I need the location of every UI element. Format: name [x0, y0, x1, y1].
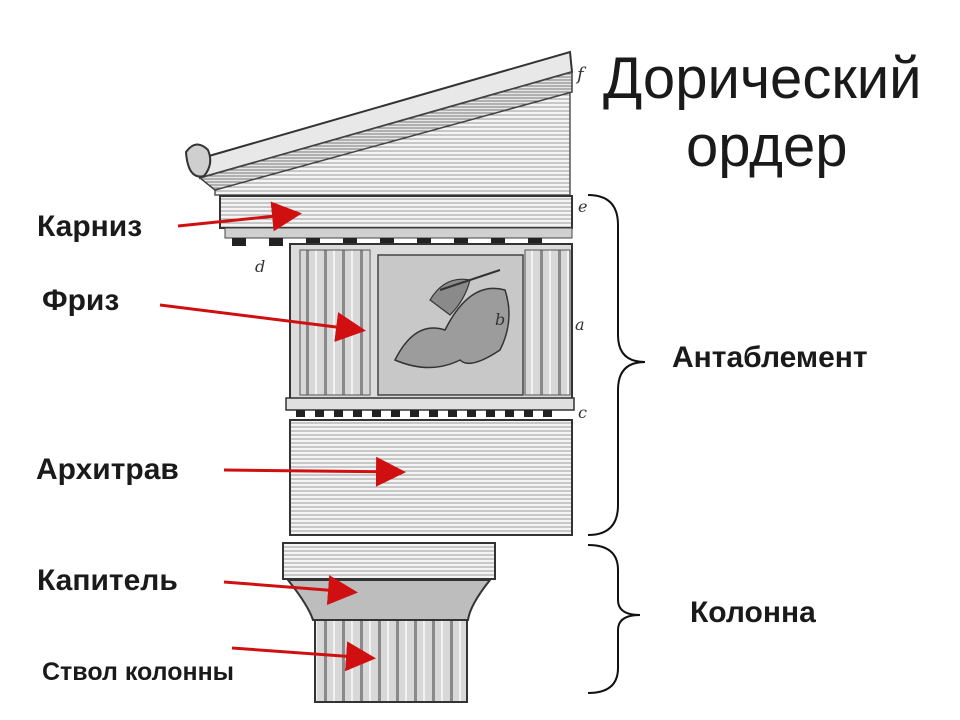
arrow-capital [223, 575, 358, 606]
letter-d: d [255, 257, 265, 276]
letter-b: b [495, 310, 505, 329]
mutule [491, 238, 505, 246]
arrows [159, 201, 406, 672]
gutta [486, 410, 495, 417]
title-line-2: ордер [686, 114, 848, 179]
pediment [184, 50, 574, 196]
mutule [343, 238, 357, 246]
arrow-frieze [159, 303, 366, 342]
cornice-block [219, 195, 573, 246]
shaft-block [314, 619, 468, 703]
mutule [417, 238, 431, 246]
abacus [282, 542, 496, 580]
label-architrave: Архитрав [36, 453, 179, 486]
taenia-band [285, 397, 575, 417]
arrow-architrave [223, 456, 406, 487]
mutule [269, 238, 283, 246]
gutta [429, 410, 438, 417]
mutule [306, 238, 320, 246]
arrow-cornice [177, 201, 302, 232]
label-frieze: Фриз [42, 284, 120, 317]
gutta [391, 410, 400, 417]
gutta [334, 410, 343, 417]
column-brace [587, 544, 641, 694]
gutta [372, 410, 381, 417]
mutules [232, 238, 542, 246]
frieze-block [289, 243, 573, 400]
label-shaft: Ствол колонны [42, 658, 235, 686]
gutta [467, 410, 476, 417]
lion-head-ornament [184, 143, 212, 178]
mutule [232, 238, 246, 246]
braces [587, 194, 646, 694]
mutule [380, 238, 394, 246]
letter-c: c [578, 403, 587, 422]
mutule [528, 238, 542, 246]
gutta [448, 410, 457, 417]
title-line-1: Дорический [603, 46, 922, 111]
architrave-block [289, 419, 573, 536]
entablature-brace [587, 194, 646, 536]
label-capital: Капитель [37, 564, 178, 597]
label-cornice: Карниз [37, 210, 143, 243]
gutta [524, 410, 533, 417]
letter-e: e [578, 197, 587, 216]
capital-block [282, 542, 496, 621]
gutta [505, 410, 514, 417]
letter-a: a [575, 315, 585, 334]
gutta [353, 410, 362, 417]
letter-f: f [575, 64, 587, 85]
arrow-shaft [231, 641, 376, 672]
gutta [296, 410, 305, 417]
label-entablature: Антаблемент [672, 341, 868, 374]
gutta [410, 410, 419, 417]
gutta [315, 410, 324, 417]
guttae [296, 410, 552, 417]
echinus [285, 579, 493, 621]
gutta [543, 410, 552, 417]
label-column: Колонна [690, 596, 816, 629]
mutule [454, 238, 468, 246]
